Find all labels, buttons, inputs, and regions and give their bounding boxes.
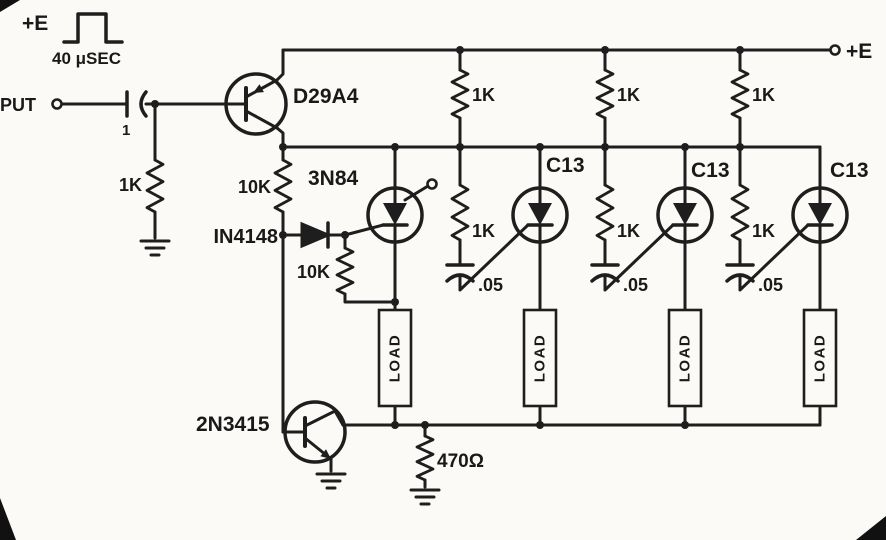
load-label-4: LOAD (812, 334, 829, 383)
capacitor-symbol (590, 273, 620, 283)
anode-resistor-label-1: 1K (472, 85, 495, 105)
schematic-primitives (51, 12, 849, 506)
junction-dot (736, 143, 744, 151)
load-box (802, 308, 838, 408)
wire (738, 223, 810, 292)
input-cap-value: 1 (122, 122, 130, 139)
supply-left-label: +E (22, 12, 48, 35)
pulse-width-label: 40 μSEC (52, 49, 121, 68)
junction-dot (151, 100, 159, 108)
anode-resistor-label-3: 1K (752, 85, 775, 105)
load-box (522, 308, 558, 408)
coupling-resistor-label-2: 1K (617, 221, 640, 241)
wire (343, 292, 397, 304)
junction-dot (341, 231, 349, 239)
wire (403, 184, 430, 202)
resistor-symbol (730, 183, 750, 242)
input-label: PUT (0, 95, 36, 115)
supply-terminal (829, 44, 841, 56)
junction-dot (601, 46, 609, 54)
resistor-symbol (273, 158, 293, 214)
gate-shunt-resistor-label: 10K (297, 262, 330, 282)
scr-c13-symbol (528, 203, 552, 225)
junction-dot (681, 143, 689, 151)
scs-label: 3N84 (308, 167, 359, 190)
resistor-symbol (450, 183, 470, 242)
pulse-waveform-icon (62, 12, 124, 44)
resistor-symbol (335, 246, 355, 296)
pnp-emitter-arrow-icon (253, 84, 264, 93)
reset-transistor-label: 2N3415 (196, 413, 270, 436)
transistor-2n3415-symbol (281, 400, 347, 464)
capacitor-symbol (445, 273, 475, 283)
wire (343, 223, 385, 237)
npn-emitter-arrow-icon (320, 449, 331, 459)
load-label-3: LOAD (677, 334, 694, 383)
resistor-symbol (145, 158, 165, 214)
scs-3n84-symbol (383, 203, 407, 225)
junction-dot (279, 231, 287, 239)
load-label-2: LOAD (532, 334, 549, 383)
resistor-symbol (450, 68, 470, 120)
driver-transistor-label: D29A4 (293, 85, 359, 108)
resistor-symbol (415, 434, 435, 482)
scr-c13-symbol (808, 203, 832, 225)
supply-right-label: +E (846, 40, 872, 63)
junction-dot (536, 143, 544, 151)
junction-dot (391, 421, 399, 429)
scr-label-1: C13 (546, 154, 585, 177)
junction-dot (736, 46, 744, 54)
resistor-symbol (595, 183, 615, 242)
transistor-d29a4-symbol (224, 72, 288, 136)
input-resistor-value: 1K (119, 175, 142, 195)
capacitor-symbol (139, 90, 148, 118)
junction-dot (456, 143, 464, 151)
wire (458, 223, 530, 292)
junction-dot (391, 143, 399, 151)
scr-c13-symbol (673, 203, 697, 225)
coupling-cap-label-1: .05 (478, 275, 503, 295)
scr-label-3: C13 (830, 159, 869, 182)
load-label-1: LOAD (387, 334, 404, 383)
load-box (667, 308, 703, 408)
junction-dot (279, 143, 287, 151)
junction-dot (536, 421, 544, 429)
input-diode-label: IN4148 (214, 226, 279, 248)
resistor-symbol (595, 68, 615, 120)
junction-dot (456, 46, 464, 54)
anode-resistor-label-2: 1K (617, 85, 640, 105)
junction-dot (681, 421, 689, 429)
input-terminal (51, 98, 63, 110)
wire (275, 126, 285, 149)
diode-1n4148-symbol (300, 221, 332, 249)
scs-gate-terminal (426, 178, 438, 190)
resistor-symbol (730, 68, 750, 120)
junction-dot (601, 143, 609, 151)
capacitor-symbol (725, 273, 755, 283)
coupling-cap-label-2: .05 (623, 275, 648, 295)
cathode-resistor-label: 470Ω (437, 451, 484, 472)
junction-dot (391, 298, 399, 306)
junction-dot (421, 421, 429, 429)
wire (603, 223, 675, 292)
coupling-resistor-label-1: 1K (472, 221, 495, 241)
series-gate-resistor-label: 10K (238, 177, 271, 197)
coupling-resistor-label-3: 1K (752, 221, 775, 241)
coupling-cap-label-3: .05 (758, 275, 783, 295)
load-box (377, 308, 413, 408)
scr-label-2: C13 (691, 159, 730, 182)
wire (275, 48, 285, 82)
